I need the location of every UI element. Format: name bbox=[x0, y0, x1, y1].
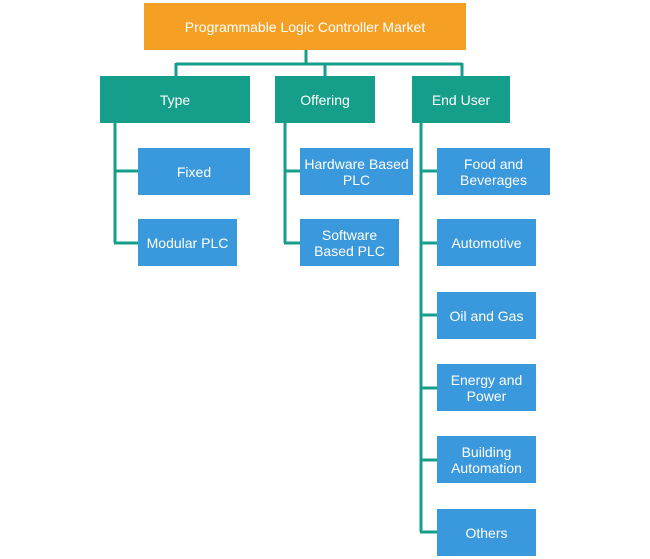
type-item-fixed: Fixed bbox=[138, 148, 250, 195]
root-node: Programmable Logic Controller Market bbox=[144, 3, 466, 50]
category-offering: Offering bbox=[275, 76, 375, 123]
category-end-user: End User bbox=[412, 76, 510, 123]
offering-item-software-based-plc: Software Based PLC bbox=[300, 219, 399, 266]
end-user-item-others: Others bbox=[437, 509, 536, 556]
end-user-item-oil-and-gas: Oil and Gas bbox=[437, 292, 536, 339]
end-user-item-building-automation: Building Automation bbox=[437, 436, 536, 483]
type-item-modular-plc: Modular PLC bbox=[138, 219, 237, 266]
end-user-item-food-and-beverages: Food and Beverages bbox=[437, 148, 550, 195]
end-user-item-energy-and-power: Energy and Power bbox=[437, 364, 536, 411]
offering-item-hardware-based-plc: Hardware Based PLC bbox=[300, 148, 413, 195]
end-user-item-automotive: Automotive bbox=[437, 219, 536, 266]
category-type: Type bbox=[100, 76, 250, 123]
